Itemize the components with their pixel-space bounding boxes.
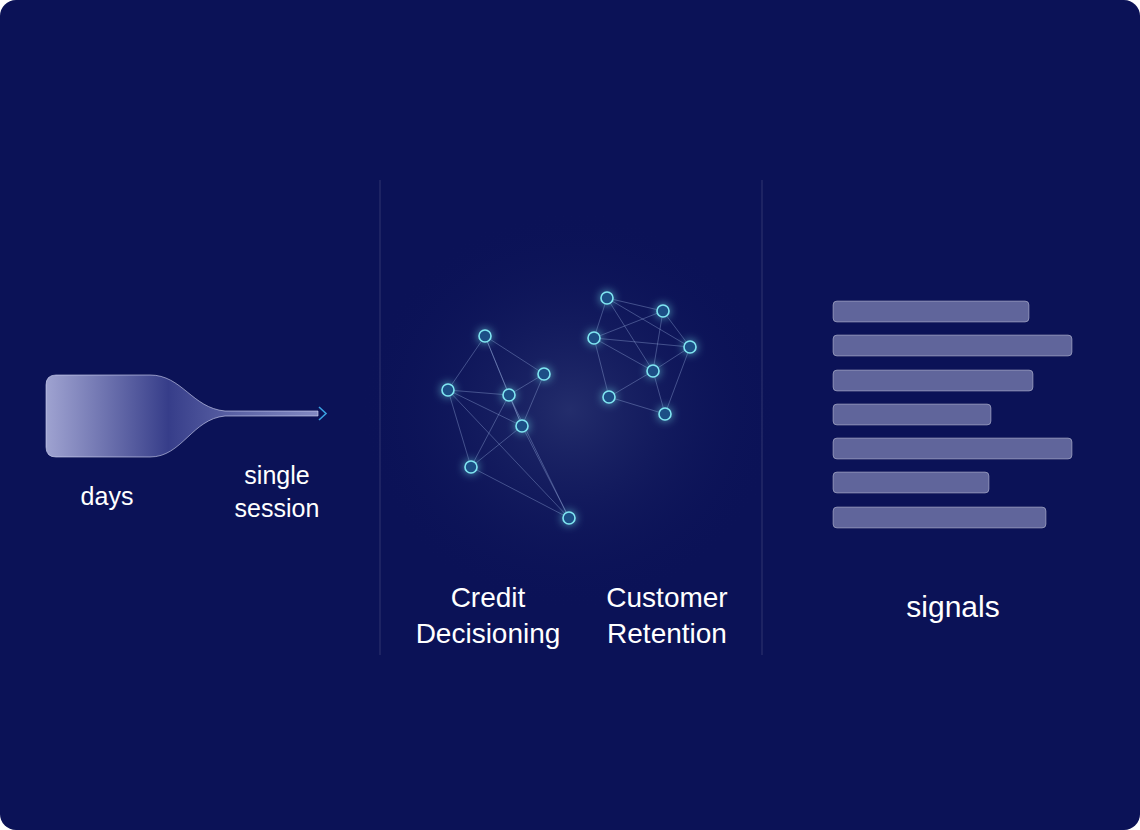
highlight-signal	[843, 344, 968, 348]
signal-bar	[833, 507, 1046, 528]
signal-bar	[833, 335, 1072, 356]
network-node-dot	[503, 389, 515, 401]
network-link	[607, 298, 663, 311]
cluster-label: Credit Decisioning	[402, 580, 574, 652]
highlight-signal	[843, 448, 1024, 452]
network-link	[509, 395, 569, 518]
network-link	[609, 397, 665, 414]
network-link	[594, 338, 690, 347]
signal-bar	[833, 370, 1033, 391]
network-link	[607, 298, 690, 347]
cluster-label: Customer Retention	[581, 580, 753, 652]
signal-bar	[833, 301, 1029, 322]
network-link	[448, 390, 471, 467]
network-link	[594, 338, 609, 397]
network-link	[522, 374, 544, 426]
network-node-dot	[657, 305, 669, 317]
network-node-dot	[588, 332, 600, 344]
network-link	[448, 336, 485, 390]
network-link	[448, 390, 522, 426]
axis-label: single session	[221, 459, 333, 525]
axis-label: days	[47, 480, 167, 513]
network-illustration	[442, 292, 696, 524]
network-node-dot	[647, 365, 659, 377]
network-node-dot	[538, 368, 550, 380]
network-link	[653, 311, 663, 371]
signal-bar	[833, 438, 1072, 459]
network-link	[471, 467, 569, 518]
network-node-dot	[516, 420, 528, 432]
network-node-dot	[563, 512, 575, 524]
network-node-dot	[684, 341, 696, 353]
network-link	[448, 390, 569, 518]
network-link	[607, 298, 653, 371]
network-node-dot	[601, 292, 613, 304]
network-link	[485, 336, 544, 374]
network-node-dot	[442, 384, 454, 396]
panel-label: signals	[873, 588, 1033, 626]
divider	[762, 180, 763, 655]
network-node-dot	[603, 391, 615, 403]
divider	[380, 180, 381, 655]
network-link	[471, 426, 522, 467]
signal-bars	[833, 301, 1072, 528]
network-link	[471, 395, 509, 467]
signal-bar	[833, 404, 991, 425]
funnel-icon	[46, 375, 326, 457]
network-link	[609, 371, 653, 397]
center-glow	[360, 210, 780, 610]
signal-bar	[833, 472, 989, 493]
network-node-dot	[465, 461, 477, 473]
network-link	[665, 347, 690, 414]
network-node-dot	[659, 408, 671, 420]
network-node-dot	[479, 330, 491, 342]
network-link	[485, 336, 522, 426]
